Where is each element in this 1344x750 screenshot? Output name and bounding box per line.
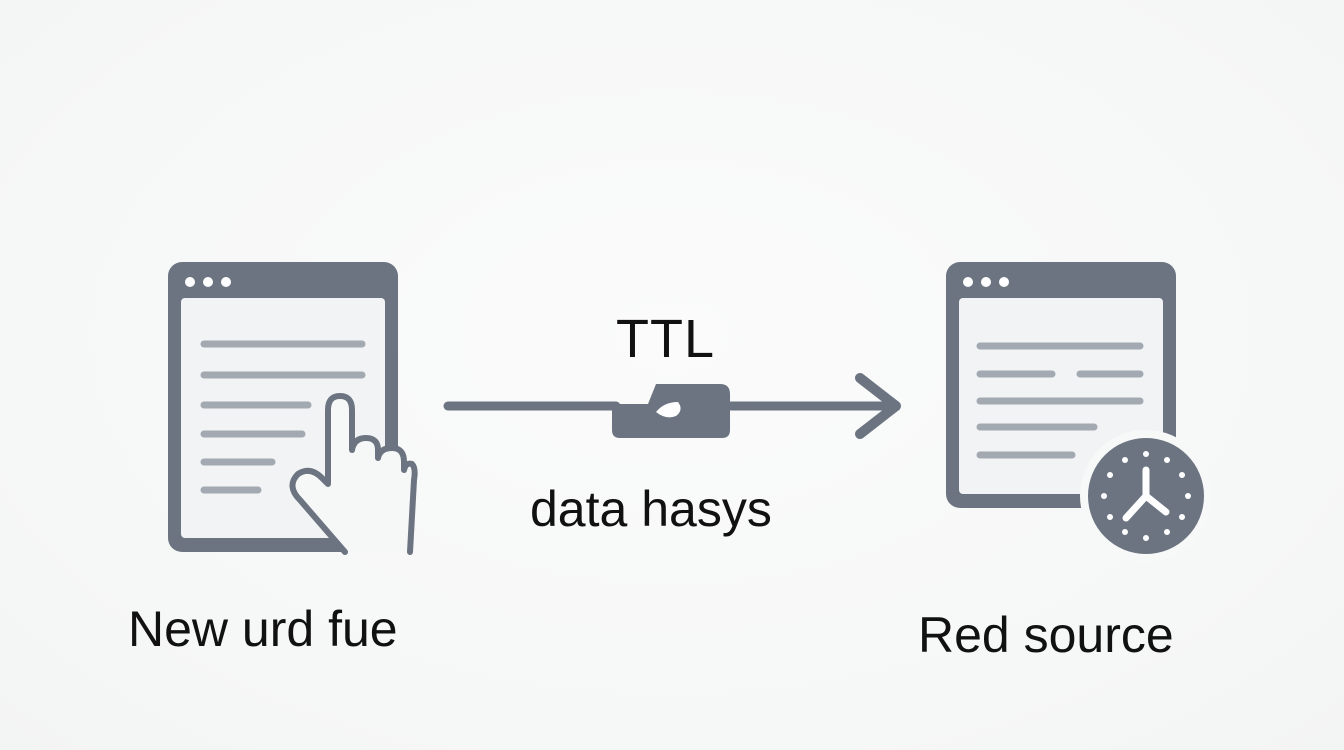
target-node-label: Red source bbox=[918, 607, 1174, 663]
source-node-label: New urd fue bbox=[128, 601, 398, 657]
clock-icon bbox=[1080, 430, 1212, 562]
pointing-hand-icon bbox=[289, 393, 418, 555]
arrow-right-icon bbox=[443, 373, 901, 439]
edge-bottom-label: data hasys bbox=[530, 481, 772, 537]
tag-icon bbox=[612, 384, 730, 438]
edge-top-label: TTL bbox=[616, 309, 716, 369]
